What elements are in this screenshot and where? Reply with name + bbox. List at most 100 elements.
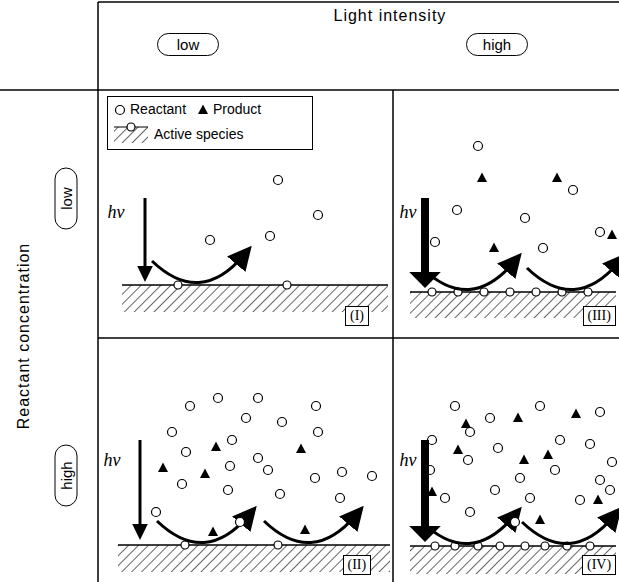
product-triangle (571, 409, 581, 419)
product-triangle (461, 419, 471, 429)
reactant-circle (264, 466, 273, 475)
reactant-circle (338, 468, 347, 477)
axis-title: Reactant concentration (15, 243, 33, 430)
reactant-circle (336, 494, 345, 503)
level-box: high (466, 33, 528, 56)
panel-text: (III) (588, 308, 611, 323)
light-symbol: hν (400, 450, 417, 471)
active-site (541, 542, 549, 550)
product-triangle (543, 450, 553, 460)
reactant-circle (368, 472, 377, 481)
level-text: low (58, 187, 75, 210)
light-symbol: hν (108, 202, 125, 223)
active-site (584, 288, 592, 296)
product-triangle (535, 515, 545, 525)
light-arrow (421, 440, 429, 528)
reactant-circle (596, 228, 605, 237)
product-triangle (200, 469, 210, 479)
light-symbol: hν (104, 450, 121, 471)
reactant-circle (569, 186, 578, 195)
reactant-circle (491, 486, 500, 495)
product-triangle (300, 525, 310, 535)
reactant-circle (586, 440, 595, 449)
active-site (181, 541, 189, 549)
active-site (496, 542, 504, 550)
catalyst-band (118, 545, 390, 572)
reactant-circle (168, 428, 177, 437)
grid-line (392, 90, 394, 582)
reactant-circle (466, 428, 475, 437)
product-triangle (552, 173, 562, 183)
legend-text: Product (213, 101, 261, 117)
level-box: high (55, 444, 78, 506)
reactant-circle (539, 244, 548, 253)
band-surface (118, 544, 390, 546)
reactant-circle (266, 232, 275, 241)
active-site (506, 288, 514, 296)
reactant-circle (474, 142, 483, 151)
product-triangle (593, 495, 603, 505)
grid-line (97, 2, 99, 582)
reactant-circle (551, 466, 560, 475)
active-site (480, 288, 488, 296)
product-triangle (208, 527, 218, 537)
panel-number: (I) (345, 306, 369, 326)
reactant-circle (312, 402, 321, 411)
catalyst-band (410, 546, 616, 574)
panel-text: (I) (350, 308, 364, 323)
reactant-circle (254, 394, 263, 403)
legend-site (127, 123, 135, 131)
reactant-circle (536, 402, 545, 411)
reactant-circle (608, 458, 617, 467)
panel-number: (III) (583, 306, 616, 326)
panel-number: (II) (343, 555, 372, 575)
light-symbol: hν (400, 202, 417, 223)
reactant-circle (276, 490, 285, 499)
legend-text: Active species (154, 126, 243, 142)
level-text: high (58, 461, 75, 489)
grid-line (0, 89, 619, 91)
light-arrow (421, 198, 429, 274)
level-text: high (483, 36, 511, 53)
reaction-cycle-arrow (522, 516, 614, 544)
active-site (283, 281, 291, 289)
product-triangle (607, 230, 617, 240)
active-site (532, 288, 540, 296)
light-arrowhead (409, 272, 441, 288)
reactant-circle (526, 494, 535, 503)
reactant-circle (486, 414, 495, 423)
reactant-circle (224, 486, 233, 495)
light-arrow (139, 440, 142, 526)
reactant-circle (226, 462, 235, 471)
reactant-circle (314, 428, 323, 437)
level-text: low (177, 36, 200, 53)
legend-box: ReactantProductActive species (107, 96, 313, 150)
reactant-circle (311, 474, 320, 483)
reactant-circle (186, 402, 195, 411)
reactant-circle (228, 436, 237, 445)
reactant-circle (494, 444, 503, 453)
reactant-circle (116, 106, 125, 115)
reaction-cycle-arrow (264, 515, 356, 543)
reactant-circle (596, 476, 605, 485)
level-box: low (157, 33, 219, 56)
reactant-circle (278, 418, 287, 427)
reactant-circle (556, 436, 565, 445)
reactant-circle (466, 508, 475, 517)
reactant-circle (441, 494, 450, 503)
reactant-circle (606, 486, 615, 495)
grid-line (98, 337, 619, 339)
reactant-circle (511, 518, 520, 527)
reactant-circle (521, 214, 530, 223)
active-site (431, 542, 439, 550)
product-triangle (519, 455, 529, 465)
reactant-circle (206, 236, 215, 245)
band-surface (122, 284, 388, 286)
active-site (586, 542, 594, 550)
product-triangle (158, 463, 168, 473)
light-arrow (144, 198, 147, 268)
reactant-circle (453, 206, 462, 215)
product-triangle (198, 105, 208, 115)
product-triangle (513, 413, 523, 423)
